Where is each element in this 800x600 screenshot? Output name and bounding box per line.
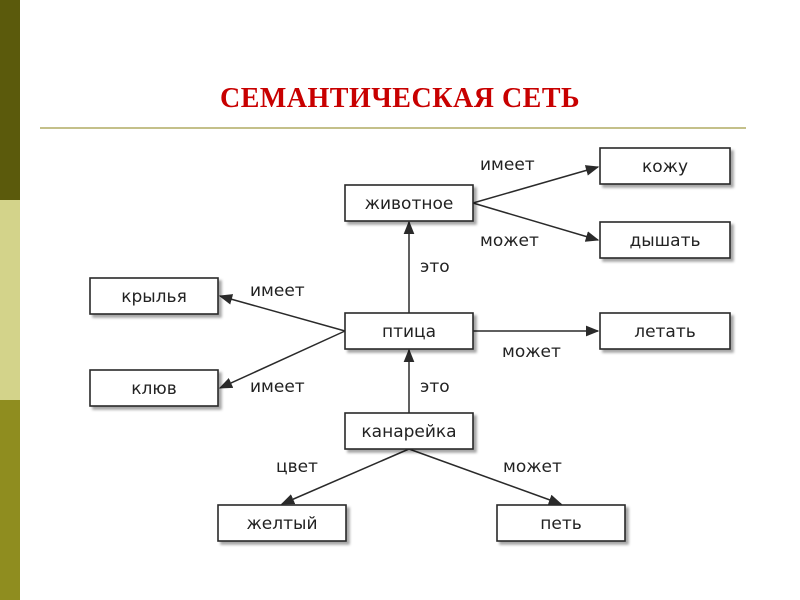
node-label-pet: петь [540,514,582,534]
edge-zhivotnoe-to-kozhu [472,165,600,204]
node-label-kanareyka: канарейка [361,422,456,442]
node-box-pet [496,504,626,542]
node-zhivotnoe: животное [344,184,474,222]
node-box-krylya [89,277,219,315]
node-label-klyuv: клюв [131,379,176,399]
node-dyshat: дышать [599,221,731,259]
node-label-dyshat: дышать [629,231,700,251]
node-zheltyy: желтый [217,504,347,542]
node-box-kanareyka [344,412,474,450]
edge-label-ptitsa-to-letat: может [502,342,561,362]
edge-label-kanareyka-to-pet: может [503,457,562,477]
node-krylya: крылья [89,277,219,315]
edge-label-ptitsa-to-klyuv: имеет [250,377,305,397]
node-box-letat [599,312,731,350]
node-box-klyuv [89,369,219,407]
sidebar-band-light [0,200,20,400]
node-kozhu: кожу [599,147,731,185]
edge-label-kanareyka-to-ptitsa: это [420,377,450,397]
node-klyuv: клюв [89,369,219,407]
node-letat: летать [599,312,731,350]
sidebar-band-dark [0,0,20,200]
node-label-zheltyy: желтый [246,514,317,534]
node-label-krylya: крылья [121,287,187,307]
sidebar-band-medium [0,400,20,600]
node-label-zhivotnoe: животное [365,194,454,214]
edge-label-ptitsa-to-krylya: имеет [250,281,305,301]
node-label-ptitsa: птица [382,322,436,342]
sidebar-decoration [0,0,20,600]
edge-label-ptitsa-to-zhivotnoe: это [420,257,450,277]
node-kanareyka: канарейка [344,412,474,450]
node-box-kozhu [599,147,731,185]
title-underline [40,127,746,129]
edge-label-zhivotnoe-to-kozhu: имеет [480,155,535,175]
node-box-zheltyy [217,504,347,542]
slide-title: СЕМАНТИЧЕСКАЯ СЕТЬ [219,83,581,114]
edge-label-zhivotnoe-to-dyshat: может [480,231,539,251]
edge-ptitsa-to-klyuv [218,330,346,389]
node-box-zhivotnoe [344,184,474,222]
node-box-dyshat [599,221,731,259]
edge-zhivotnoe-to-dyshat [472,202,600,242]
node-label-kozhu: кожу [642,157,688,177]
edge-kanareyka-to-pet [408,448,563,505]
node-ptitsa: птица [344,312,474,350]
edge-kanareyka-to-zheltyy [280,448,410,505]
node-label-letat: летать [634,322,696,342]
edge-ptitsa-to-krylya [218,294,346,332]
edge-label-kanareyka-to-zheltyy: цвет [276,457,318,477]
node-pet: петь [496,504,626,542]
node-box-ptitsa [344,312,474,350]
